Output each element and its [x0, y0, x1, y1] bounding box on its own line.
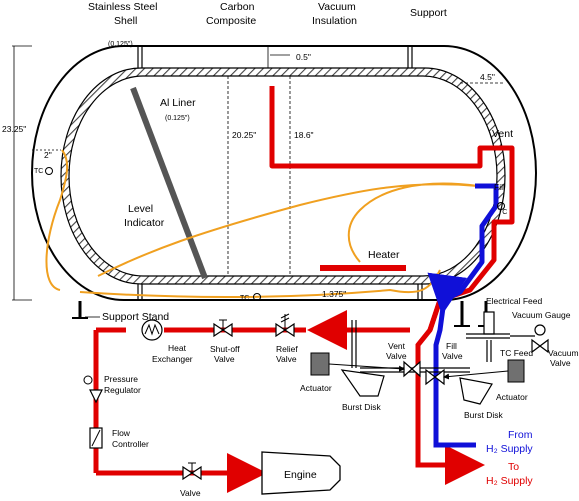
al-liner [68, 75, 498, 277]
electrical-feed-label: Electrical Feed [486, 296, 542, 306]
heat-exchanger-label-line1: Heat [168, 343, 187, 353]
actuator-left [310, 352, 330, 376]
tank [12, 45, 537, 331]
al-liner-label-line1: Al Liner [160, 97, 196, 109]
engine [261, 451, 341, 495]
dim-45: 4.5" [480, 72, 495, 82]
vent-valve-icon[interactable] [403, 360, 421, 378]
tc-feed-label: TC Feed [500, 348, 533, 358]
actuator-right [507, 359, 525, 383]
vacuum-valve-icon[interactable] [531, 338, 549, 354]
pressure-regulator[interactable] [83, 375, 103, 404]
shell-label-line1: Stainless Steel [88, 1, 157, 13]
valve-cluster [310, 272, 549, 485]
support-stand-label: Support Stand [102, 311, 169, 323]
valve-label: Valve [180, 488, 201, 498]
actuator-right-label: Actuator [496, 392, 528, 402]
vacuum-label-line2: Insulation [312, 15, 357, 27]
dim-05: 0.5" [296, 52, 311, 62]
dim-1375: 1.375" [322, 289, 346, 299]
fill-valve-label-line1: Fill [446, 341, 457, 351]
vacuum-label-line1: Vacuum [318, 1, 356, 13]
heater-element [320, 265, 406, 271]
tc-bottom: TC [240, 295, 249, 302]
engine-label: Engine [284, 469, 317, 481]
dim-186: 18.6" [294, 130, 314, 140]
relief-valve[interactable] [275, 313, 295, 338]
fill-valve-label-line2: Valve [442, 351, 463, 361]
to-supply-line1: To [508, 461, 519, 473]
engine-valve[interactable] [182, 462, 202, 481]
heat-exchanger[interactable] [141, 319, 163, 341]
fill-valve-icon[interactable] [425, 368, 445, 386]
thermocouple-icon [253, 293, 261, 301]
electrical-feed [483, 311, 495, 335]
flow-label-line2: Controller [112, 439, 149, 449]
shutoff-label-line1: Shut-off [210, 344, 240, 354]
thermocouple-icon [497, 202, 505, 210]
to-supply-line2: H₂ Supply [486, 475, 533, 487]
vent-valve-label-line2: Valve [386, 351, 407, 361]
relief-label-line2: Valve [276, 354, 297, 364]
tc-left: TC [34, 168, 43, 175]
level-indicator-rod [130, 86, 208, 280]
vacuum-gauge-label: Vacuum Gauge [512, 310, 571, 320]
shell-thickness: (0.125") [108, 41, 133, 48]
relief-label-line1: Relief [276, 344, 298, 354]
level-label-line1: Level [128, 203, 153, 215]
vacuum-valve-label-line1: Vacuum [548, 348, 579, 358]
al-liner-label-line2: (0.125") [165, 115, 190, 122]
burst-disk-right-label: Burst Disk [464, 410, 503, 420]
fill-top-label: Fill [494, 182, 505, 192]
vent-valve-label-line1: Vent [388, 341, 406, 351]
burst-disk-right [459, 377, 493, 405]
heat-exchanger-label-line2: Exchanger [152, 354, 193, 364]
thermocouple-icon [45, 167, 53, 175]
pressure-label-line1: Pressure [104, 374, 138, 384]
support-label: Support [410, 7, 447, 19]
from-supply-line1: From [508, 429, 533, 441]
flow-controller[interactable] [89, 427, 103, 449]
dim-2325: 23.25" [2, 124, 26, 134]
outer-shell [31, 45, 537, 301]
flow-label-line1: Flow [112, 428, 131, 438]
vacuum-gauge-icon [534, 324, 546, 336]
vent-top-label: Vent [492, 128, 513, 140]
pressure-label-line2: Regulator [104, 385, 141, 395]
dim-2: 2" [44, 150, 52, 160]
carbon-label-line2: Composite [206, 15, 256, 27]
burst-disk-left-label: Burst Disk [342, 402, 381, 412]
tc-right: TC [498, 209, 507, 216]
shell-label-line2: Shell [114, 15, 137, 27]
level-label-line2: Indicator [124, 217, 165, 229]
shutoff-valve[interactable] [213, 319, 233, 338]
burst-disk-left [340, 369, 385, 397]
shutoff-label-line2: Valve [214, 354, 235, 364]
dim-2025: 20.25" [232, 130, 256, 140]
vacuum-valve-label-line2: Valve [550, 358, 571, 368]
carbon-label-line1: Carbon [220, 1, 255, 13]
heater-label: Heater [368, 249, 400, 261]
actuator-left-label: Actuator [300, 383, 332, 393]
from-supply-line2: H₂ Supply [486, 443, 533, 455]
level-sensor-wire [45, 149, 479, 299]
